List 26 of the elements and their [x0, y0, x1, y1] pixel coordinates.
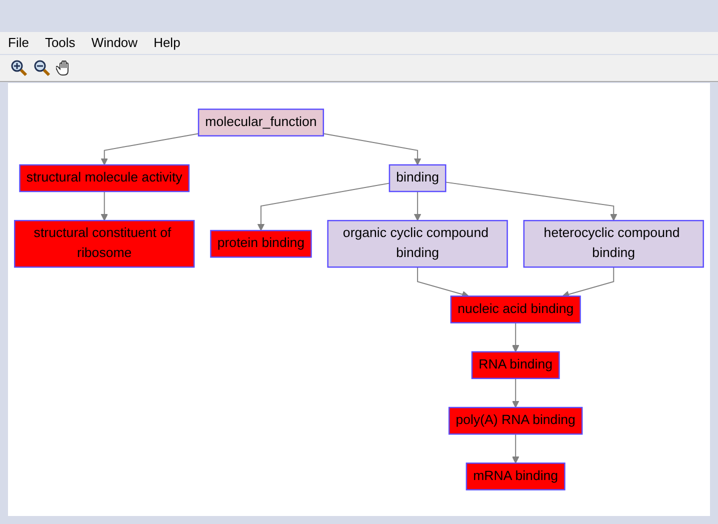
node-box: RNA binding — [471, 351, 560, 380]
menu-item: Help — [152, 34, 182, 52]
node-box: structural molecule activity — [19, 164, 190, 192]
arrow — [100, 133, 200, 166]
arrow — [445, 182, 618, 221]
menu-item: Window — [90, 34, 139, 52]
arrow — [257, 182, 390, 231]
arrow — [562, 266, 614, 298]
arrow — [322, 133, 422, 166]
node-box: binding — [388, 164, 446, 192]
arrow — [414, 191, 422, 221]
node-box: poly(A) RNA binding — [448, 406, 583, 435]
arrow — [512, 378, 520, 408]
menu-item: File — [7, 34, 30, 52]
node-box: structural constituent of ribosome — [14, 220, 195, 268]
arrow — [512, 322, 520, 352]
arrow — [417, 266, 470, 298]
node-box: molecular_function — [198, 108, 324, 136]
node-box: organic cyclic compound binding — [327, 220, 508, 268]
node-box: protein binding — [210, 230, 312, 258]
menu-item: Tools — [44, 34, 76, 52]
arrow — [512, 434, 520, 464]
node-box: heterocyclic compound binding — [523, 220, 704, 268]
node-box: mRNA binding — [466, 462, 566, 490]
arrow — [100, 191, 108, 221]
node-box: nucleic acid binding — [450, 296, 581, 324]
